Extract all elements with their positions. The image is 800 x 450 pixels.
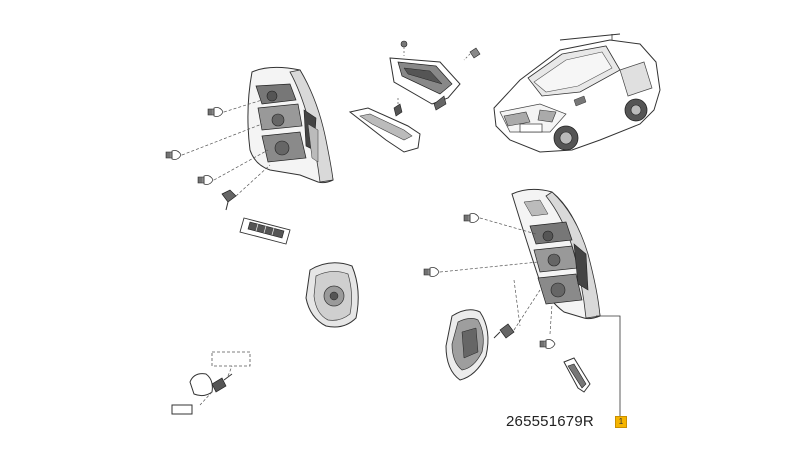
bulb-lower-left[interactable] [197, 175, 214, 185]
bulb-holder-left[interactable] [221, 189, 237, 211]
third-brake-light-screw[interactable] [463, 47, 481, 61]
callout-leader [596, 315, 621, 416]
third-brake-light[interactable] [389, 57, 461, 111]
fog-lamp-housing[interactable] [305, 262, 359, 328]
callout-badge[interactable]: 1 [615, 416, 627, 428]
mounting-bracket[interactable] [563, 357, 591, 393]
turn-signal-lens[interactable] [445, 309, 489, 381]
right-leader-lines [439, 217, 553, 335]
part-number-label: 265551679R [506, 413, 594, 430]
vehicle-illustration [493, 33, 661, 153]
right-tail-lamp[interactable] [511, 188, 601, 320]
reflector[interactable] [239, 217, 291, 245]
license-plate-lamp-bracket[interactable] [171, 404, 193, 415]
license-plate-lamp[interactable] [189, 373, 233, 397]
license-plate-lamp-placeholder [211, 351, 251, 367]
third-brake-light-clip[interactable] [400, 40, 408, 56]
left-leader-lines [181, 99, 271, 197]
license-lamp-leader-2 [227, 365, 233, 377]
bulb-mid-right[interactable] [423, 267, 440, 277]
left-tail-lamp[interactable] [247, 66, 334, 184]
bulb-upper-right[interactable] [463, 213, 480, 223]
third-brake-light-grommet[interactable] [393, 98, 403, 117]
bulb-upper-left[interactable] [207, 107, 224, 117]
bulb-mid-left[interactable] [165, 150, 182, 160]
bulb-lower-right[interactable] [539, 339, 556, 349]
third-brake-light-lens[interactable] [348, 107, 421, 153]
bulb-holder-right[interactable] [493, 323, 515, 339]
license-lamp-leader [199, 391, 213, 406]
